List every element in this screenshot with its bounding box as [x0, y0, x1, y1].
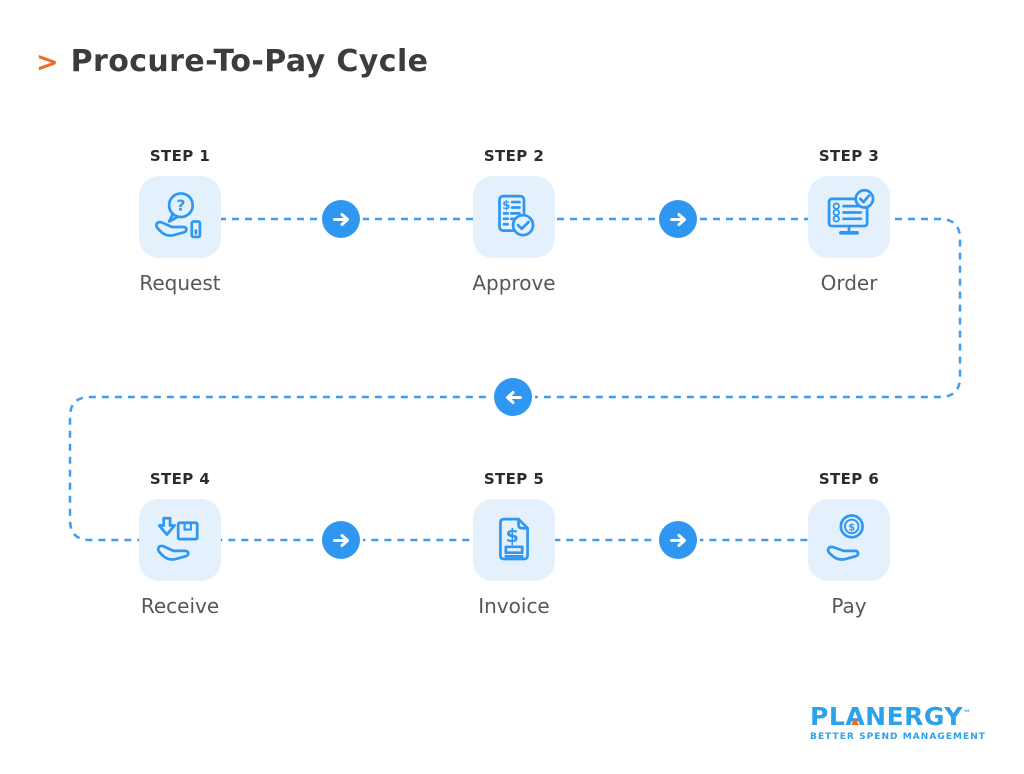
step-label: Approve — [472, 271, 556, 295]
step-label: Receive — [140, 594, 220, 618]
arrow-forward-icon — [322, 521, 360, 559]
arrow-forward-icon — [659, 200, 697, 238]
step-label: Request — [139, 271, 221, 295]
step-pay: STEP 6 $ Pay — [769, 470, 929, 618]
step-number: STEP 2 — [483, 147, 545, 165]
title-bar: > Procure-To-Pay Cycle — [36, 44, 428, 79]
planergy-wordmark: PLANERGY™ — [810, 704, 986, 729]
step-approve: STEP 2 $ Approve — [434, 147, 594, 295]
step-number: STEP 5 — [483, 470, 545, 488]
logo-letter-a: A — [845, 702, 866, 731]
step-receive: STEP 4 Receive — [100, 470, 260, 618]
step-number: STEP 4 — [149, 470, 211, 488]
step-order: STEP 3 Order — [769, 147, 929, 295]
monitor-checklist-icon — [827, 188, 875, 235]
page-title: Procure-To-Pay Cycle — [70, 44, 429, 79]
step-label: Invoice — [478, 594, 550, 618]
arrow-forward-icon — [322, 200, 360, 238]
step-number: STEP 1 — [149, 147, 211, 165]
document-check-icon: $ — [498, 194, 535, 237]
arrow-forward-icon — [659, 521, 697, 559]
invoice-document-icon: $ — [499, 517, 529, 561]
step-request: STEP 1 ? Request — [100, 147, 260, 295]
step-number: STEP 3 — [818, 147, 880, 165]
title-chevron-icon: > — [36, 47, 59, 78]
svg-text:$: $ — [848, 522, 855, 533]
logo-text-part1: PL — [810, 702, 846, 731]
hand-question-icon: ? — [155, 192, 202, 239]
hand-coin-icon: $ — [826, 514, 864, 561]
hand-package-icon — [156, 516, 199, 561]
logo-text-part2: NERGY — [865, 702, 963, 731]
arrow-return-icon — [494, 378, 532, 416]
step-number: STEP 6 — [818, 470, 880, 488]
step-invoice: STEP 5 $ Invoice — [434, 470, 594, 618]
step-label: Pay — [831, 594, 867, 618]
planergy-logo: PLANERGY™ BETTER SPEND MANAGEMENT — [810, 704, 986, 742]
step-tile-request: ? — [139, 176, 221, 258]
step-tile-receive — [139, 499, 221, 581]
step-tile-invoice: $ — [473, 499, 555, 581]
step-label: Order — [820, 271, 878, 295]
svg-text:$: $ — [502, 198, 510, 212]
step-tile-pay: $ — [808, 499, 890, 581]
logo-tagline: BETTER SPEND MANAGEMENT — [810, 732, 986, 742]
step-tile-approve: $ — [473, 176, 555, 258]
svg-text:?: ? — [176, 197, 185, 215]
trademark-symbol: ™ — [963, 708, 972, 718]
step-tile-order — [808, 176, 890, 258]
svg-text:$: $ — [506, 525, 519, 547]
